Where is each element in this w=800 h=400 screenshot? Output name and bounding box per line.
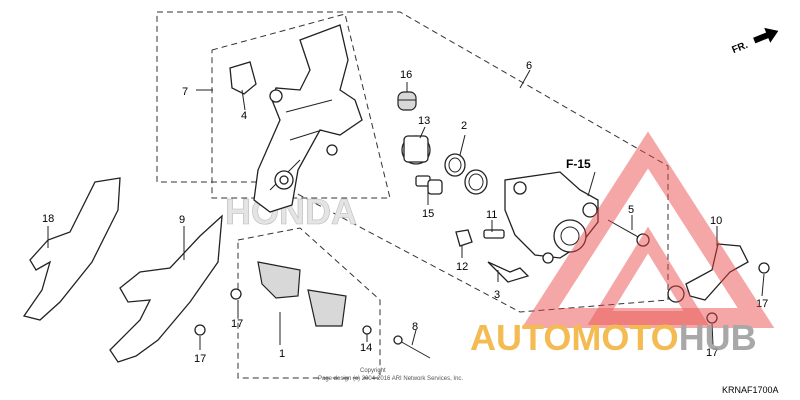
guard-bolt-washer xyxy=(667,285,685,303)
copyright-line-1: Copyright Page design (c) 2004-2016 ARI … xyxy=(318,368,463,382)
diagram-code: KRNAF1700A xyxy=(722,385,779,395)
guard-bolt xyxy=(706,312,718,324)
pin-clip-14 xyxy=(362,325,372,335)
bleeder-valve xyxy=(483,229,505,239)
watermark-inner-triangle-icon xyxy=(587,226,709,325)
guard-bolt-upper xyxy=(758,262,770,274)
callout-1: 1 xyxy=(279,348,285,360)
watermark-text: AUTOMOTOHUB xyxy=(470,317,757,358)
pad-spring-clip xyxy=(229,61,257,95)
autohub-watermark: AUTOMOTOHUB xyxy=(470,131,775,358)
bracket-assembly-outline xyxy=(211,13,391,199)
callout-17-c: 17 xyxy=(756,298,768,310)
caliper-body xyxy=(504,171,599,264)
front-direction-indicator: FR. xyxy=(730,27,779,56)
reference-label: F-15 xyxy=(566,157,591,171)
callout-labels: 1 2 3 4 5 6 7 8 9 10 11 12 13 14 15 16 1… xyxy=(42,60,768,365)
boot-16 xyxy=(397,91,417,111)
callout-11: 11 xyxy=(486,209,497,221)
heel-guard-18 xyxy=(22,177,121,321)
callout-4: 4 xyxy=(241,110,247,122)
callout-8: 8 xyxy=(412,321,418,333)
callout-7: 7 xyxy=(182,86,188,98)
callout-2: 2 xyxy=(461,120,467,132)
caliper-bracket xyxy=(253,24,363,213)
assembly-outlines xyxy=(156,11,669,379)
callout-17-d: 17 xyxy=(706,347,718,359)
pad-pin xyxy=(393,335,431,359)
bolt-17-a xyxy=(230,288,242,300)
callout-16: 16 xyxy=(400,69,412,81)
bleeder-15 xyxy=(415,175,443,195)
front-arrow-icon xyxy=(753,27,779,44)
callout-6: 6 xyxy=(526,60,532,72)
pad-set-outline xyxy=(237,227,381,379)
callout-17-b: 17 xyxy=(194,353,206,365)
piston-seals-2 xyxy=(444,153,488,195)
callout-9: 9 xyxy=(179,214,185,226)
callout-15: 15 xyxy=(422,208,434,220)
pad-spring-3 xyxy=(487,261,530,283)
caliper-guard xyxy=(685,243,749,301)
caliper-assembly-outline xyxy=(156,11,669,313)
callout-18: 18 xyxy=(42,213,54,225)
callout-17-a: 17 xyxy=(231,318,243,330)
watermark-triangle-icon xyxy=(521,131,775,328)
bolt-17-b xyxy=(194,324,206,336)
heel-guard-9 xyxy=(109,214,223,363)
direction-label: FR. xyxy=(730,40,749,56)
piston-13 xyxy=(401,135,431,165)
callout-3: 3 xyxy=(494,289,500,301)
callout-10: 10 xyxy=(710,215,722,227)
bleeder-cap xyxy=(455,229,473,247)
pin-bolt-5 xyxy=(607,219,650,247)
leader-lines xyxy=(47,69,765,350)
callout-13: 13 xyxy=(418,115,430,127)
callout-5: 5 xyxy=(628,204,634,216)
callout-12: 12 xyxy=(456,261,468,273)
callout-14: 14 xyxy=(360,342,372,354)
brake-pads xyxy=(257,261,347,327)
